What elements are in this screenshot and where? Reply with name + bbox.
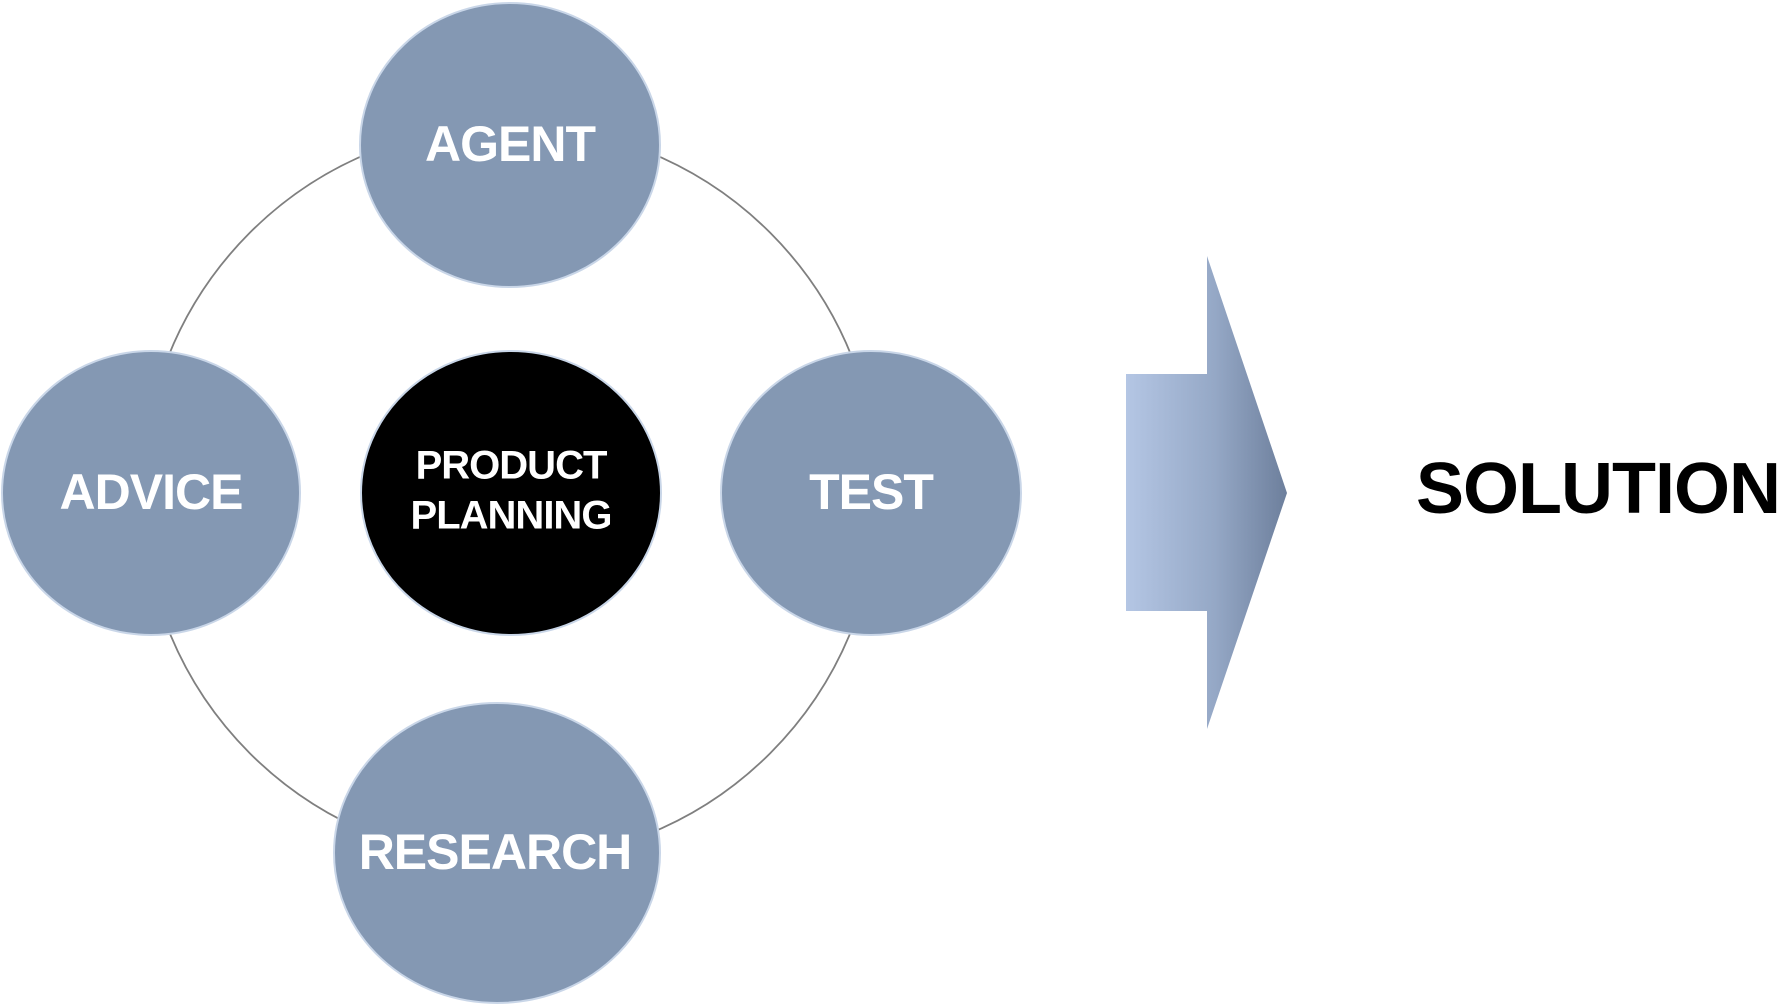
agent-label: AGENT — [425, 116, 595, 172]
research-label: RESEARCH — [359, 824, 632, 880]
research-node: RESEARCH — [333, 702, 661, 1004]
result-arrow-icon — [1126, 256, 1287, 729]
agent-node: AGENT — [359, 2, 661, 288]
advice-node: ADVICE — [1, 350, 301, 636]
center-label-line1: PRODUCT — [416, 444, 607, 488]
advice-label: ADVICE — [60, 464, 243, 520]
center-node: PRODUCT PLANNING — [360, 350, 662, 636]
solution-label: SOLUTION — [1416, 449, 1780, 529]
test-label: TEST — [809, 464, 933, 520]
test-node: TEST — [720, 350, 1022, 636]
center-label-line2: PLANNING — [411, 494, 612, 538]
